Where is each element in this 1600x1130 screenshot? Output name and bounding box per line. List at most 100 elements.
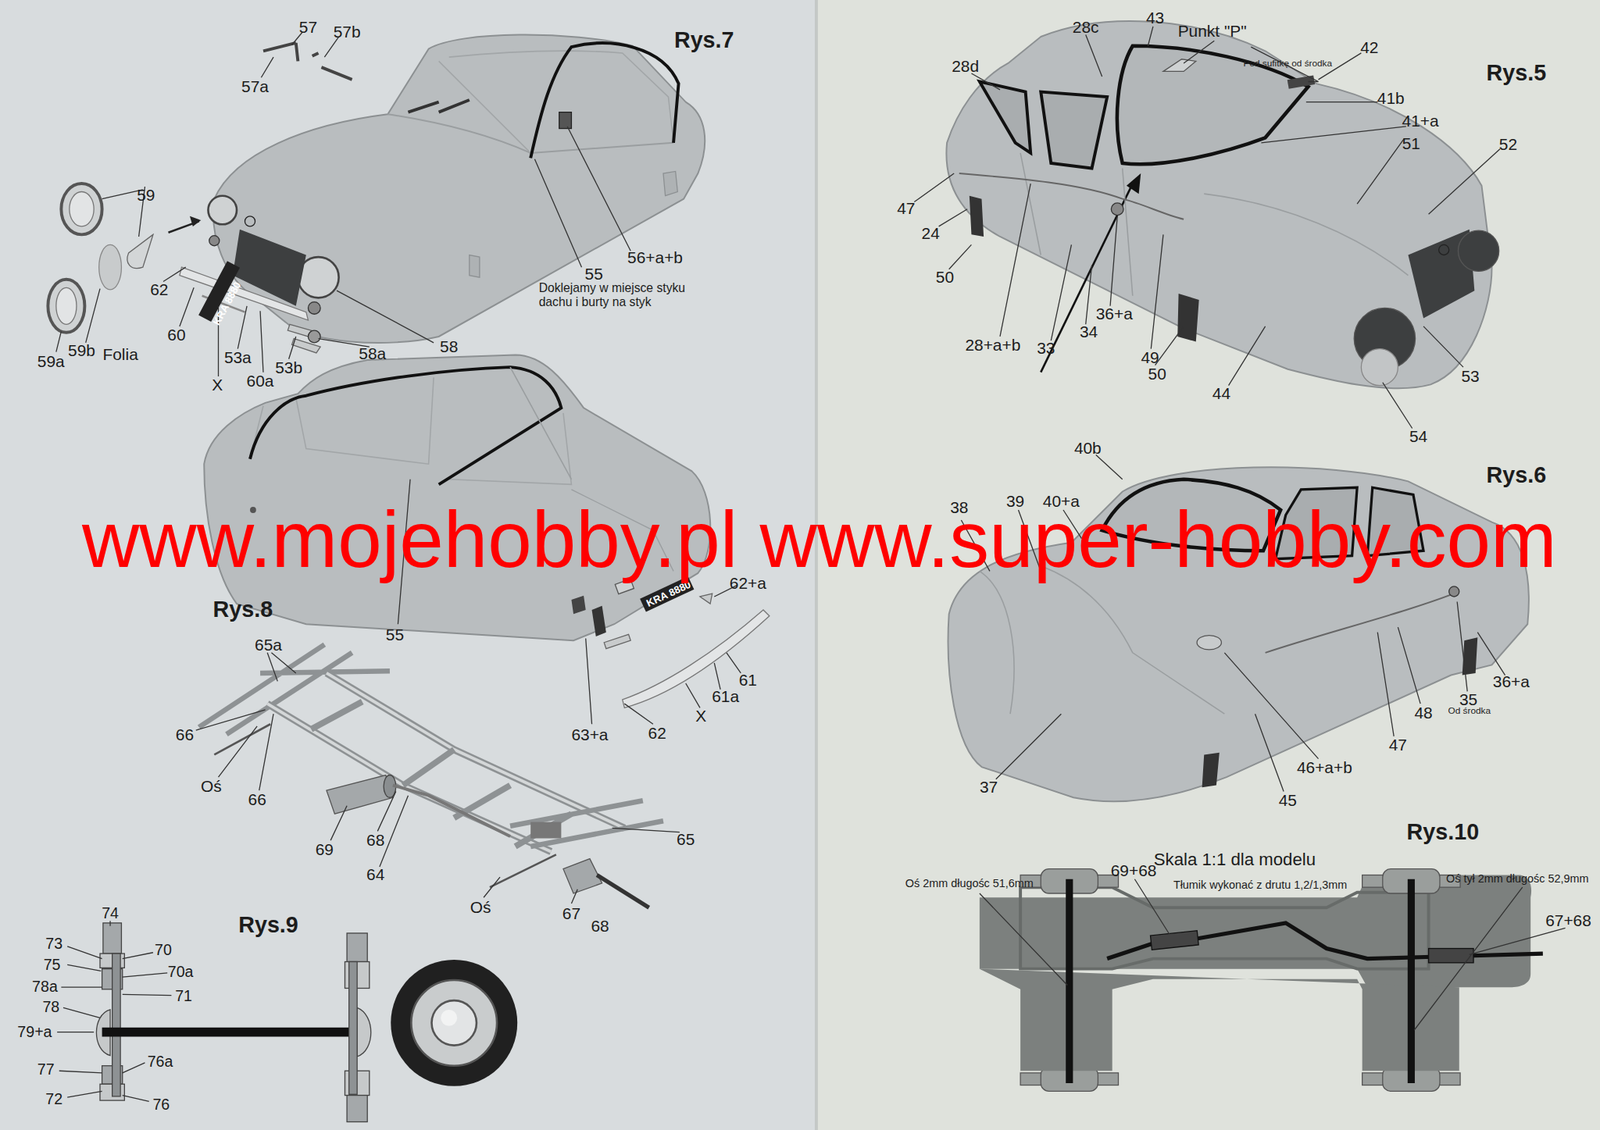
callout-number: 64 (366, 865, 385, 884)
dimension-note: Oś tył 2mm długośc 52,9mm (1446, 873, 1589, 886)
callout-number: 56+a+b (627, 248, 683, 267)
callout-number: 33 (1036, 339, 1055, 358)
callout-number: 28+a+b (964, 335, 1021, 354)
callout-number: 59 (136, 185, 155, 204)
leader-lines (914, 26, 1500, 429)
figure-title: Rys.9 (238, 913, 299, 939)
dimension-note: Tłumik wykonać z drutu 1,2/1,3mm (1173, 879, 1347, 893)
figure-title: Rys.8 (213, 597, 274, 623)
scale-note: Skala 1:1 dla modelu (1153, 850, 1316, 870)
callout-number: 79+a (17, 1024, 52, 1042)
callout-number: 69 (315, 839, 334, 858)
callout-number: 61a (711, 686, 740, 705)
callout-number: 59a (37, 352, 65, 371)
leader-lines (56, 32, 631, 377)
callout-letter: X (211, 375, 223, 394)
callout-number: 66 (175, 725, 194, 744)
callout-number: 51 (1402, 133, 1421, 152)
callout-number: 41b (1377, 89, 1405, 108)
callout-letter: X (695, 706, 707, 725)
callout-number: 58 (439, 336, 458, 355)
callout-number: 53a (224, 348, 252, 367)
note: Pod sufitkę od środka (1243, 57, 1333, 68)
callout-number: 36+a (1492, 672, 1530, 691)
callout-number: 70 (154, 942, 172, 961)
callout-number: 63+a (571, 725, 608, 744)
callout-number: 37 (979, 778, 998, 797)
callout-number: 55 (385, 625, 404, 644)
callout-number: 28c (1072, 17, 1100, 36)
callout-label: Oś (470, 898, 492, 917)
callout-number: 78a (32, 979, 58, 997)
note: Od środka (1448, 706, 1491, 717)
leader-lines (196, 653, 680, 904)
note: Doklejamy w miejsce styku dachu i burty … (539, 281, 718, 309)
callout-number: 59b (67, 341, 96, 360)
callout-number: 71 (175, 988, 193, 1006)
callout-number: 65a (254, 635, 283, 654)
callout-number: 45 (1278, 791, 1297, 810)
chassis-plan (979, 869, 1543, 1093)
callout-number: 60 (167, 325, 186, 344)
callout-number: 61 (739, 670, 758, 689)
callout-number: 70a (167, 964, 194, 982)
callout-number: 47 (1389, 735, 1408, 754)
callout-number: 62 (150, 279, 168, 298)
callout-number: 68 (366, 830, 385, 849)
callout-number: 50 (935, 267, 954, 286)
callout-number: 34 (1079, 322, 1098, 341)
plate-text: KRA 8880 (211, 280, 244, 328)
callout-number: 66 (248, 789, 267, 808)
callout-label: Oś (200, 776, 222, 795)
callout-number: 57a (241, 76, 269, 95)
wheel-assembly (96, 923, 518, 1123)
dimension-note: Oś 2mm długośc 51,6mm (905, 878, 1034, 891)
callout-number: 52 (1499, 135, 1518, 154)
leader-lines (979, 879, 1566, 1031)
figure-title: Rys.10 (1407, 820, 1480, 846)
callout-number: 47 (896, 199, 915, 218)
callout-number: 58a (358, 343, 386, 362)
callout-number: 49 (1140, 348, 1159, 367)
callout-label: Folia (102, 345, 138, 364)
callout-number: 76 (152, 1096, 170, 1115)
car-front-view (946, 21, 1499, 389)
callout-number: 55 (585, 264, 604, 283)
figure-title: Rys.6 (1486, 463, 1547, 489)
callout-number: 57 (299, 17, 318, 36)
callout-number: 77 (37, 1061, 55, 1079)
callout-number: 73 (45, 936, 63, 954)
callout-number: 46+a+b (1296, 758, 1353, 777)
callout-number: 44 (1212, 383, 1231, 402)
chassis-frame (199, 644, 664, 908)
callout-label: Punkt "P" (1178, 21, 1247, 40)
callout-number: 41+a (1402, 111, 1440, 130)
callout-number: 67+68 (1545, 911, 1592, 930)
callout-number: 72 (45, 1091, 63, 1109)
callout-number: 50 (1148, 364, 1167, 383)
watermark: www.mojehobby.pl www.super-hobby.com (82, 496, 1558, 585)
callout-number: 60a (246, 371, 275, 390)
figure-title: Rys.5 (1486, 60, 1547, 86)
callout-number: 69+68 (1110, 861, 1158, 880)
callout-number: 76a (147, 1053, 174, 1072)
callout-number: 62 (648, 723, 667, 742)
callout-number: 65 (676, 829, 695, 848)
callout-number: 35 (1459, 689, 1478, 708)
callout-number: 53b (275, 358, 303, 377)
callout-number: 57b (333, 22, 361, 41)
callout-number: 36+a (1096, 303, 1133, 322)
callout-number: 42 (1360, 38, 1379, 57)
callout-number: 53 (1460, 366, 1479, 385)
callout-number: 68 (590, 916, 609, 935)
callout-number: 74 (101, 906, 119, 924)
callout-number: 28d (951, 56, 979, 75)
callout-number: 67 (562, 903, 581, 922)
callout-number: 40b (1074, 439, 1102, 458)
leader-lines (57, 921, 172, 1102)
callout-number: 54 (1409, 426, 1428, 445)
callout-number: 75 (43, 957, 61, 975)
figure-title: Rys.7 (674, 28, 735, 54)
callout-number: 48 (1414, 703, 1433, 722)
